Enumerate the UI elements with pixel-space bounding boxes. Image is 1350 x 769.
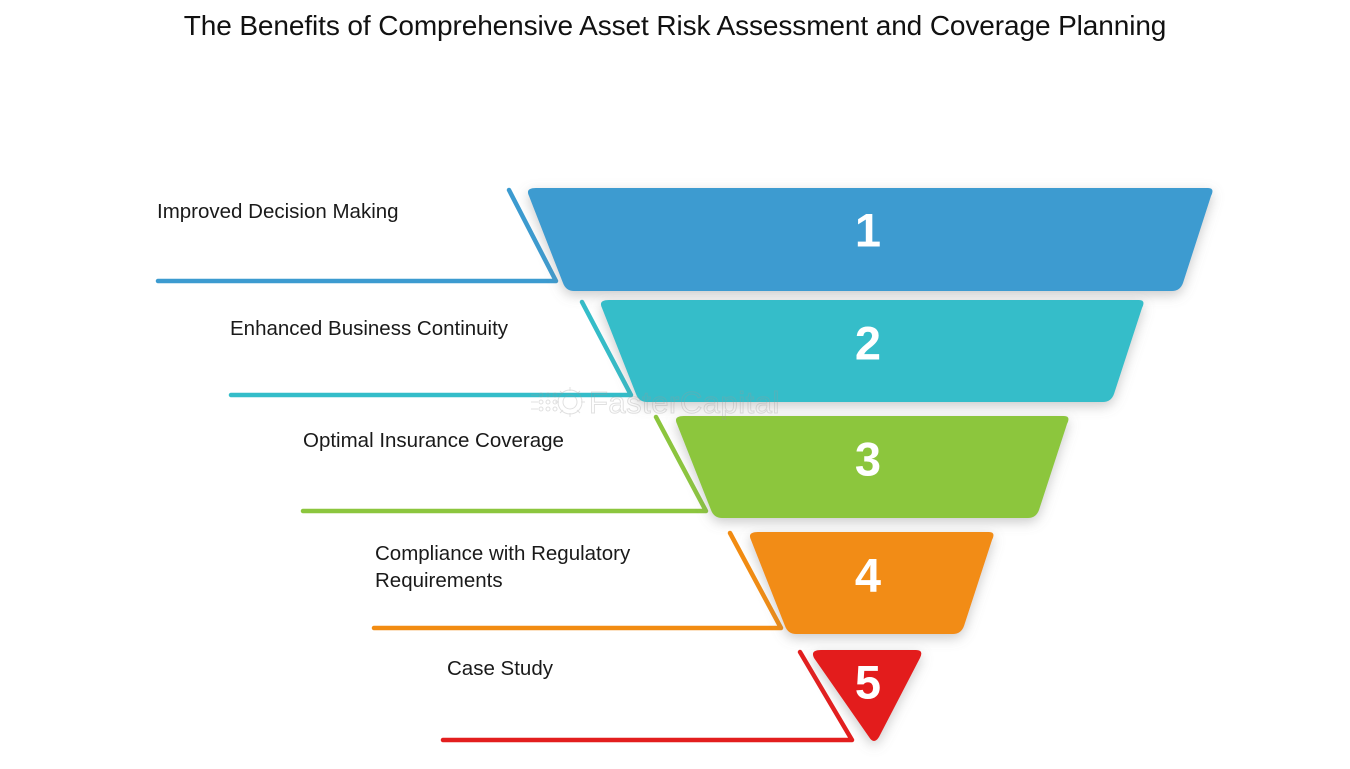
- funnel-segment-2[interactable]: [600, 300, 1144, 402]
- funnel-segment-1[interactable]: [527, 188, 1213, 291]
- connector-line-1: [155, 187, 559, 284]
- stage-label-compliance-with-regulatory-requirements: Compliance with Regulatory Requirements: [375, 542, 631, 593]
- funnel-segment-2-number: 2: [855, 316, 881, 369]
- funnel-segment-1-number: 1: [855, 203, 881, 256]
- stage-label-optimal-insurance-coverage: Optimal Insurance Coverage: [303, 429, 564, 452]
- stage-label-case-study: Case Study: [447, 657, 553, 680]
- funnel-segment-4[interactable]: [749, 532, 994, 634]
- page-title: The Benefits of Comprehensive Asset Risk…: [183, 10, 1167, 41]
- funnel-segment-5-number: 5: [855, 655, 881, 708]
- funnel-segment-3[interactable]: [675, 416, 1069, 518]
- stage-label-enhanced-business-continuity: Enhanced Business Continuity: [230, 317, 509, 340]
- connector-line-4: [371, 530, 784, 631]
- funnel-segments: 1 2 3 4 5: [527, 188, 1213, 741]
- stage-label-improved-decision-making: Improved Decision Making: [157, 200, 399, 223]
- funnel-segment-4-number: 4: [855, 548, 881, 601]
- funnel-segment-5[interactable]: [812, 650, 922, 741]
- connector-line-5: [440, 649, 855, 743]
- connector-line-3: [300, 414, 709, 514]
- funnel-segment-3-number: 3: [855, 432, 881, 485]
- connector-line-2: [228, 299, 634, 398]
- connector-group: [155, 187, 855, 743]
